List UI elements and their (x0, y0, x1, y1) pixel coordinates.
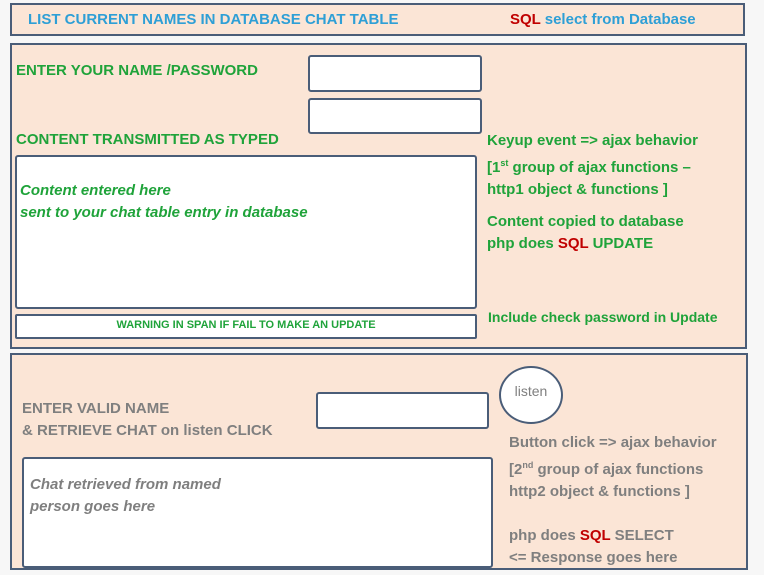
retrieve-note-http2: http2 object & functions ] (509, 483, 690, 500)
listen-button[interactable]: listen (499, 366, 563, 424)
warning-text: WARNING IN SPAN IF FAIL TO MAKE AN UPDAT… (116, 319, 376, 331)
header-sql-rest: select from Database (540, 11, 696, 28)
retrieve-panel: ENTER VALID NAME & RETRIEVE CHAT on list… (10, 353, 748, 570)
chat-output-text: Chat retrieved from named person goes he… (30, 474, 221, 518)
chat-output-line2: person goes here (30, 498, 156, 515)
retrieve-note-php-pre: php does (509, 527, 580, 544)
chat-output-line1: Chat retrieved from named (30, 476, 221, 493)
header-title: LIST CURRENT NAMES IN DATABASE CHAT TABL… (28, 11, 399, 28)
update-note-group1: [1st group of ajax functions – (487, 152, 743, 179)
name-input[interactable] (308, 55, 482, 92)
update-note-http1: http1 object & functions ] (487, 181, 668, 198)
password-input[interactable] (308, 98, 482, 134)
content-line-1: Content entered here (20, 182, 171, 199)
update-note-keyup: Keyup event => ajax behavior (487, 132, 698, 149)
update-panel: ENTER YOUR NAME /PASSWORD CONTENT TRANSM… (10, 43, 747, 349)
header-sql-keyword: SQL (510, 11, 541, 28)
content-textarea-text: Content entered here sent to your chat t… (20, 180, 308, 224)
update-note-php: php does SQL UPDATE (487, 233, 743, 255)
retrieve-note-group2-sup: nd (522, 460, 534, 470)
retrieve-note-click: Button click => ajax behavior (509, 434, 717, 451)
retrieve-label-line2: & RETRIEVE CHAT on listen CLICK (22, 422, 273, 439)
chat-output-area: Chat retrieved from named person goes he… (22, 457, 493, 568)
listen-button-label: listen (514, 383, 548, 399)
update-note-php-post: UPDATE (588, 235, 654, 252)
update-note-group1-sup: st (500, 158, 509, 168)
header-panel: LIST CURRENT NAMES IN DATABASE CHAT TABL… (10, 3, 745, 36)
enter-name-password-label: ENTER YOUR NAME /PASSWORD (16, 62, 258, 79)
retrieve-label: ENTER VALID NAME & RETRIEVE CHAT on list… (22, 398, 273, 442)
content-line-2: sent to your chat table entry in databas… (20, 204, 308, 221)
retrieve-note-group2-post: group of ajax functions (533, 461, 704, 478)
retrieve-note-response: <= Response goes here (509, 549, 678, 566)
content-transmitted-label: CONTENT TRANSMITTED AS TYPED (16, 131, 279, 148)
update-note-sql: SQL (557, 235, 589, 252)
retrieve-notes: Button click => ajax behavior [2nd group… (509, 432, 745, 569)
valid-name-input[interactable] (316, 392, 489, 429)
retrieve-note-php-post: SELECT (610, 527, 674, 544)
retrieve-label-line1: ENTER VALID NAME (22, 400, 170, 417)
retrieve-note-php: php does SQL SELECT (509, 525, 745, 547)
retrieve-note-group2-pre: [2 (509, 461, 523, 478)
update-note-copied: Content copied to database (487, 213, 684, 230)
update-note-group1-post: group of ajax functions – (508, 159, 691, 176)
warning-span: WARNING IN SPAN IF FAIL TO MAKE AN UPDAT… (15, 314, 477, 339)
retrieve-note-group2: [2nd group of ajax functions (509, 454, 745, 481)
retrieve-note-sql: SQL (579, 527, 611, 544)
header-sql-select: SQL select from Database (510, 11, 696, 28)
update-notes: Keyup event => ajax behavior [1st group … (487, 130, 743, 255)
check-password-note: Include check password in Update (488, 309, 718, 325)
update-note-group1-pre: [1 (487, 159, 501, 176)
update-note-php-pre: php does (487, 235, 558, 252)
content-textarea[interactable]: Content entered here sent to your chat t… (15, 155, 477, 309)
